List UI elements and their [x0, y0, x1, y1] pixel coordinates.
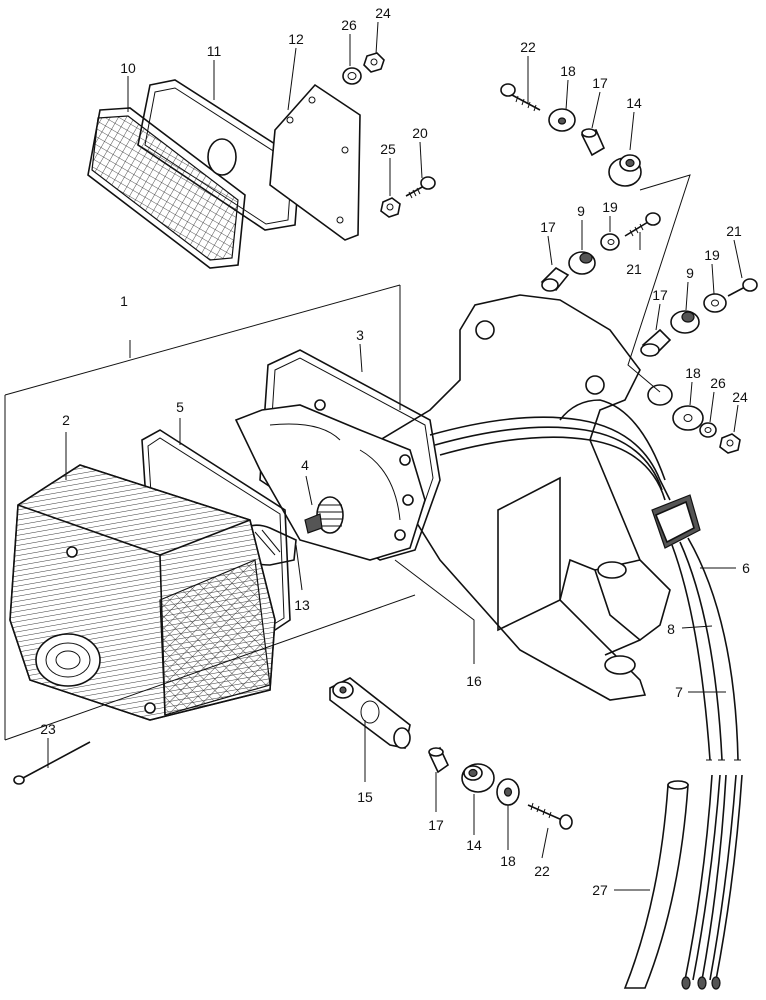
label-23: 23: [40, 721, 56, 737]
part-26-nut-top: [342, 67, 362, 85]
part-17-collar-top: [580, 128, 606, 157]
part-22-screw-top: [500, 83, 541, 112]
wires-6-7-8: [671, 537, 741, 761]
label-18a: 18: [560, 63, 576, 79]
label-27: 27: [592, 882, 608, 898]
part-14-grommet-bottom: [461, 763, 495, 793]
part-24-nut-top: [363, 52, 385, 73]
label-17b: 17: [540, 219, 556, 235]
part-19-washer-mid: [600, 233, 620, 251]
label-24b: 24: [732, 389, 748, 405]
label-25: 25: [380, 141, 396, 157]
label-9b: 9: [686, 265, 694, 281]
part-18-washer-bottom: [496, 778, 520, 806]
part-21-screw-right: [727, 278, 758, 297]
label-18b: 18: [685, 365, 701, 381]
part-2-lens: [9, 464, 276, 721]
label-21a: 21: [626, 261, 642, 277]
label-21b: 21: [726, 223, 742, 239]
label-26b: 26: [710, 375, 726, 391]
part-14-grommet-top: [608, 154, 642, 187]
part-24-nut-right: [719, 433, 741, 454]
part-26-nut-right: [699, 422, 717, 438]
label-13: 13: [294, 597, 310, 613]
label-17d: 17: [428, 817, 444, 833]
wire-ends: [681, 774, 743, 990]
part-labels: 1 2 3 4 5 6 7 8 9 9 10 11 12 13 14 14 15…: [40, 5, 750, 898]
part-10-reflector: [87, 107, 246, 269]
part-22-screw-bottom: [527, 802, 573, 830]
label-18c: 18: [500, 853, 516, 869]
label-2: 2: [62, 412, 70, 428]
label-7: 7: [675, 684, 683, 700]
label-5: 5: [176, 399, 184, 415]
part-17-collar-bottom: [428, 746, 450, 774]
part-17-collar-mid: [540, 266, 570, 292]
part-17-collar-right: [640, 328, 672, 357]
part-18-washer-top: [548, 108, 576, 132]
label-3: 3: [356, 327, 364, 343]
wiring-harness: [429, 399, 671, 501]
label-14a: 14: [626, 95, 642, 111]
group-1-outline: [4, 284, 416, 741]
part-15-holder: [329, 677, 411, 749]
label-11: 11: [207, 43, 222, 59]
part-20-screw: [405, 176, 436, 199]
part-16-bracket: [379, 294, 673, 701]
label-4: 4: [301, 457, 309, 473]
leader-lines: [47, 21, 743, 891]
label-22a: 22: [520, 39, 536, 55]
label-8: 8: [667, 621, 675, 637]
part-18-washer-right: [672, 405, 704, 431]
part-9-grommet-right: [670, 310, 700, 334]
part-19-washer-right: [703, 293, 727, 313]
label-26a: 26: [341, 17, 357, 33]
part-25-nut: [380, 197, 401, 218]
label-24a: 24: [375, 5, 391, 21]
label-16: 16: [466, 673, 482, 689]
part-12-plate: [207, 83, 361, 241]
label-9a: 9: [577, 203, 585, 219]
part-27-tube: [623, 780, 689, 989]
label-12: 12: [288, 31, 304, 47]
part-11-gasket: [137, 79, 301, 231]
label-19a: 19: [602, 199, 618, 215]
label-15: 15: [357, 789, 373, 805]
label-1: 1: [120, 293, 128, 309]
part-9-grommet-mid: [568, 251, 596, 275]
label-17c: 17: [652, 287, 668, 303]
label-17a: 17: [592, 75, 608, 91]
part-4-socket-base: [234, 399, 426, 561]
label-14b: 14: [466, 837, 482, 853]
part-21-screw-mid: [624, 212, 661, 237]
label-20: 20: [412, 125, 428, 141]
label-19b: 19: [704, 247, 720, 263]
label-22b: 22: [534, 863, 550, 879]
connector: [651, 494, 701, 549]
label-10: 10: [120, 60, 136, 76]
label-6: 6: [742, 560, 750, 576]
part-23-screw: [13, 741, 91, 785]
